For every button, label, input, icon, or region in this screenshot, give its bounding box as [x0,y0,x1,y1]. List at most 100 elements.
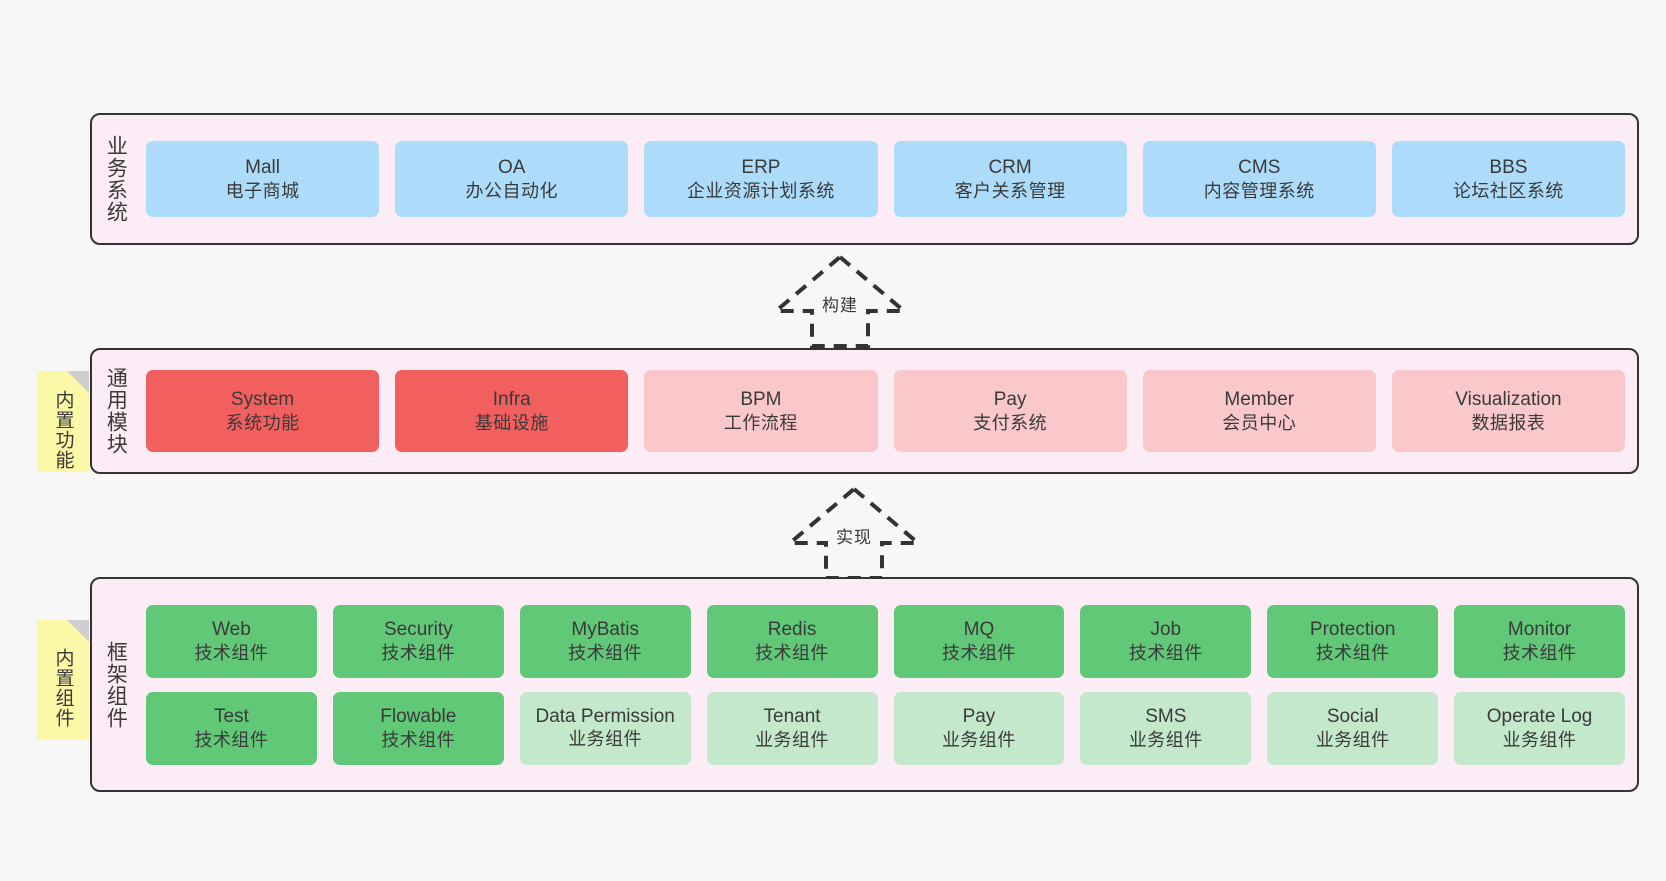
node-subtitle: 技术组件 [194,642,269,663]
arrow-build-label: 构建 [822,296,858,315]
node-redis[interactable]: Redis 技术组件 [706,604,878,678]
page-fold-icon [67,620,89,642]
node-subtitle: 支付系统 [973,412,1048,433]
node-title: Operate Log [1486,705,1593,727]
layer-title-common-modules: 通用模块 [104,367,128,455]
node-flowable[interactable]: Flowable 技术组件 [332,691,504,765]
layer-body-framework-components: Web 技术组件 Security 技术组件 MyBatis 技术组件 Redi… [138,579,1637,790]
node-title: MQ [963,618,995,640]
node-infra[interactable]: Infra 基础设施 [395,370,629,452]
node-subtitle: 会员中心 [1222,412,1297,433]
node-subtitle: 电子商城 [225,180,300,201]
node-title: BBS [1489,156,1528,178]
node-title: Job [1150,618,1182,640]
node-security[interactable]: Security 技术组件 [332,604,504,678]
node-mq[interactable]: MQ 技术组件 [893,604,1065,678]
node-social[interactable]: Social 业务组件 [1267,691,1439,765]
node-subtitle: 业务组件 [1315,729,1390,750]
node-subtitle: 基础设施 [474,412,549,433]
node-title: Member [1224,388,1295,410]
node-visualization[interactable]: Visualization 数据报表 [1391,370,1626,452]
node-subtitle: 客户关系管理 [954,180,1066,201]
node-subtitle: 技术组件 [568,642,643,663]
layer-body-business-systems: Mall 电子商城 OA 办公自动化 ERP 企业资源计划系统 CRM 客户关系… [138,115,1637,243]
layer-body-common-modules: System 系统功能 Infra 基础设施 BPM 工作流程 Pay 支付系统… [138,350,1637,472]
node-row: Mall 电子商城 OA 办公自动化 ERP 企业资源计划系统 CRM 客户关系… [146,141,1626,217]
node-subtitle: 业务组件 [568,728,643,749]
node-subtitle: 办公自动化 [465,180,558,201]
node-title: Social [1326,705,1379,727]
node-subtitle: 技术组件 [381,642,456,663]
node-title: Flowable [380,705,457,727]
node-subtitle: 技术组件 [755,642,830,663]
node-bpm[interactable]: BPM 工作流程 [644,370,878,452]
node-title: Security [383,618,453,640]
node-subtitle: 业务组件 [1128,729,1203,750]
node-title: OA [498,156,526,178]
node-title: MyBatis [571,618,639,640]
sticky-note-label: 内置组件 [52,648,74,728]
node-title: Web [212,618,251,640]
node-title: Monitor [1507,618,1572,640]
node-protection[interactable]: Protection 技术组件 [1267,604,1439,678]
node-subtitle: 内容管理系统 [1203,180,1315,201]
node-title: Pay [993,388,1027,410]
node-bbs[interactable]: BBS 论坛社区系统 [1391,141,1626,217]
node-mybatis[interactable]: MyBatis 技术组件 [519,604,691,678]
node-title: BPM [740,388,782,410]
node-subtitle: 数据报表 [1471,412,1546,433]
node-subtitle: 业务组件 [1502,729,1577,750]
node-subtitle: 技术组件 [381,729,456,750]
node-title: CMS [1238,156,1281,178]
node-system[interactable]: System 系统功能 [146,370,380,452]
node-title: Pay [962,705,996,727]
layer-common-modules: 通用模块 System 系统功能 Infra 基础设施 BPM 工作流程 Pay… [90,348,1639,474]
node-title: Protection [1309,618,1396,640]
node-web[interactable]: Web 技术组件 [146,604,317,678]
sticky-note-builtin-component: 内置组件 [37,620,89,740]
layer-title-business-systems: 业务系统 [104,135,128,223]
node-subtitle: 技术组件 [1315,642,1390,663]
layer-business-systems: 业务系统 Mall 电子商城 OA 办公自动化 ERP 企业资源计划系统 CRM… [90,113,1639,245]
arrow-implement: 实现 [779,485,929,580]
node-subtitle: 业务组件 [755,729,830,750]
node-title: Infra [492,388,531,410]
node-title: System [230,388,295,410]
node-title: Test [214,705,249,727]
node-subtitle: 系统功能 [225,412,300,433]
node-operate-log[interactable]: Operate Log 业务组件 [1454,691,1625,765]
page-fold-icon [67,371,89,393]
node-job[interactable]: Job 技术组件 [1080,604,1252,678]
node-tenant[interactable]: Tenant 业务组件 [706,691,878,765]
node-monitor[interactable]: Monitor 技术组件 [1454,604,1625,678]
node-pay-component[interactable]: Pay 业务组件 [893,691,1065,765]
node-data-permission[interactable]: Data Permission 业务组件 [519,691,691,765]
node-subtitle: 技术组件 [1128,642,1203,663]
node-crm[interactable]: CRM 客户关系管理 [893,141,1127,217]
node-title: Tenant [763,705,821,727]
node-member[interactable]: Member 会员中心 [1142,370,1376,452]
node-erp[interactable]: ERP 企业资源计划系统 [644,141,878,217]
node-mall[interactable]: Mall 电子商城 [146,141,380,217]
sticky-note-label: 内置功能 [52,389,74,470]
layer-framework-components: 框架组件 Web 技术组件 Security 技术组件 MyBatis 技术组件… [90,577,1639,792]
layer-title-framework-components: 框架组件 [104,640,128,729]
node-title: Mall [245,156,280,178]
node-subtitle: 论坛社区系统 [1452,180,1564,201]
node-title: Visualization [1455,388,1562,410]
sticky-note-builtin-function: 内置功能 [37,371,89,472]
node-title: CRM [988,156,1032,178]
node-oa[interactable]: OA 办公自动化 [395,141,629,217]
node-test[interactable]: Test 技术组件 [146,691,317,765]
node-title: Redis [767,618,817,640]
node-row: System 系统功能 Infra 基础设施 BPM 工作流程 Pay 支付系统… [146,370,1626,452]
node-sms[interactable]: SMS 业务组件 [1080,691,1252,765]
node-cms[interactable]: CMS 内容管理系统 [1142,141,1376,217]
node-title: SMS [1145,705,1187,727]
node-subtitle: 工作流程 [723,412,798,433]
node-title: Data Permission [535,705,675,727]
node-row: Web 技术组件 Security 技术组件 MyBatis 技术组件 Redi… [146,604,1625,678]
node-subtitle: 技术组件 [1502,642,1577,663]
node-pay[interactable]: Pay 支付系统 [893,370,1127,452]
